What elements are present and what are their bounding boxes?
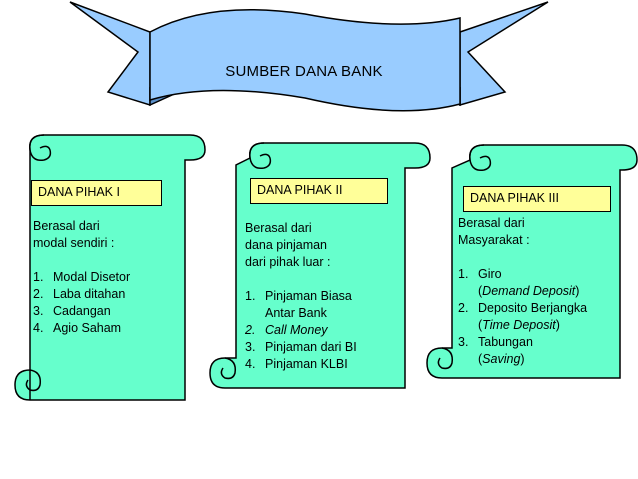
panel-3-intro-line-2: Masyarakat : [458,233,530,247]
label-dana-pihak-3: DANA PIHAK III [463,186,611,212]
list-item: 3.Cadangan [33,304,111,318]
page-title: SUMBER DANA BANK [225,63,383,80]
panel-2-intro-line-3: dari pihak luar : [245,255,331,269]
list-item: 4.Pinjaman KLBI [245,357,348,371]
panel-2-intro-line-2: dana pinjaman [245,238,328,252]
panel-1-intro-line-2: modal sendiri : [33,236,115,250]
banner-left-tail [69,1,151,107]
list-item: 2.Laba ditahan [33,287,126,301]
panel-3-text: Berasal dari Masyarakat : 1.Giro (Demand… [458,215,587,368]
title-banner [69,1,549,112]
scroll-2 [209,142,431,389]
panel-2-text: Berasal dari dana pinjaman dari pihak lu… [245,220,357,373]
list-item: 1.Giro (Demand Deposit) [458,267,580,298]
list-item: 3.Pinjaman dari BI [245,340,357,354]
panel-3-list: 1.Giro (Demand Deposit) 2.Deposito Berja… [458,266,587,368]
panel-3-intro-line-1: Berasal dari [458,216,525,230]
panel-1-intro-line-1: Berasal dari [33,219,100,233]
panel-1-text: Berasal dari modal sendiri : 1.Modal Dis… [33,218,130,337]
list-item: 2.Call Money [245,323,328,337]
label-dana-pihak-1: DANA PIHAK I [31,180,162,206]
panel-1-list: 1.Modal Disetor 2.Laba ditahan 3.Cadanga… [33,269,130,337]
list-item: 2.Deposito Berjangka (Time Deposit) [458,301,588,332]
banner-body [149,8,461,112]
label-dana-pihak-2: DANA PIHAK II [250,178,388,204]
panel-2-intro-line-1: Berasal dari [245,221,312,235]
list-item: 3.Tabungan (Saving) [458,335,533,366]
list-item: 4.Agio Saham [33,321,122,335]
banner-right-tail [459,1,549,106]
list-item: 1.Modal Disetor [33,270,131,284]
